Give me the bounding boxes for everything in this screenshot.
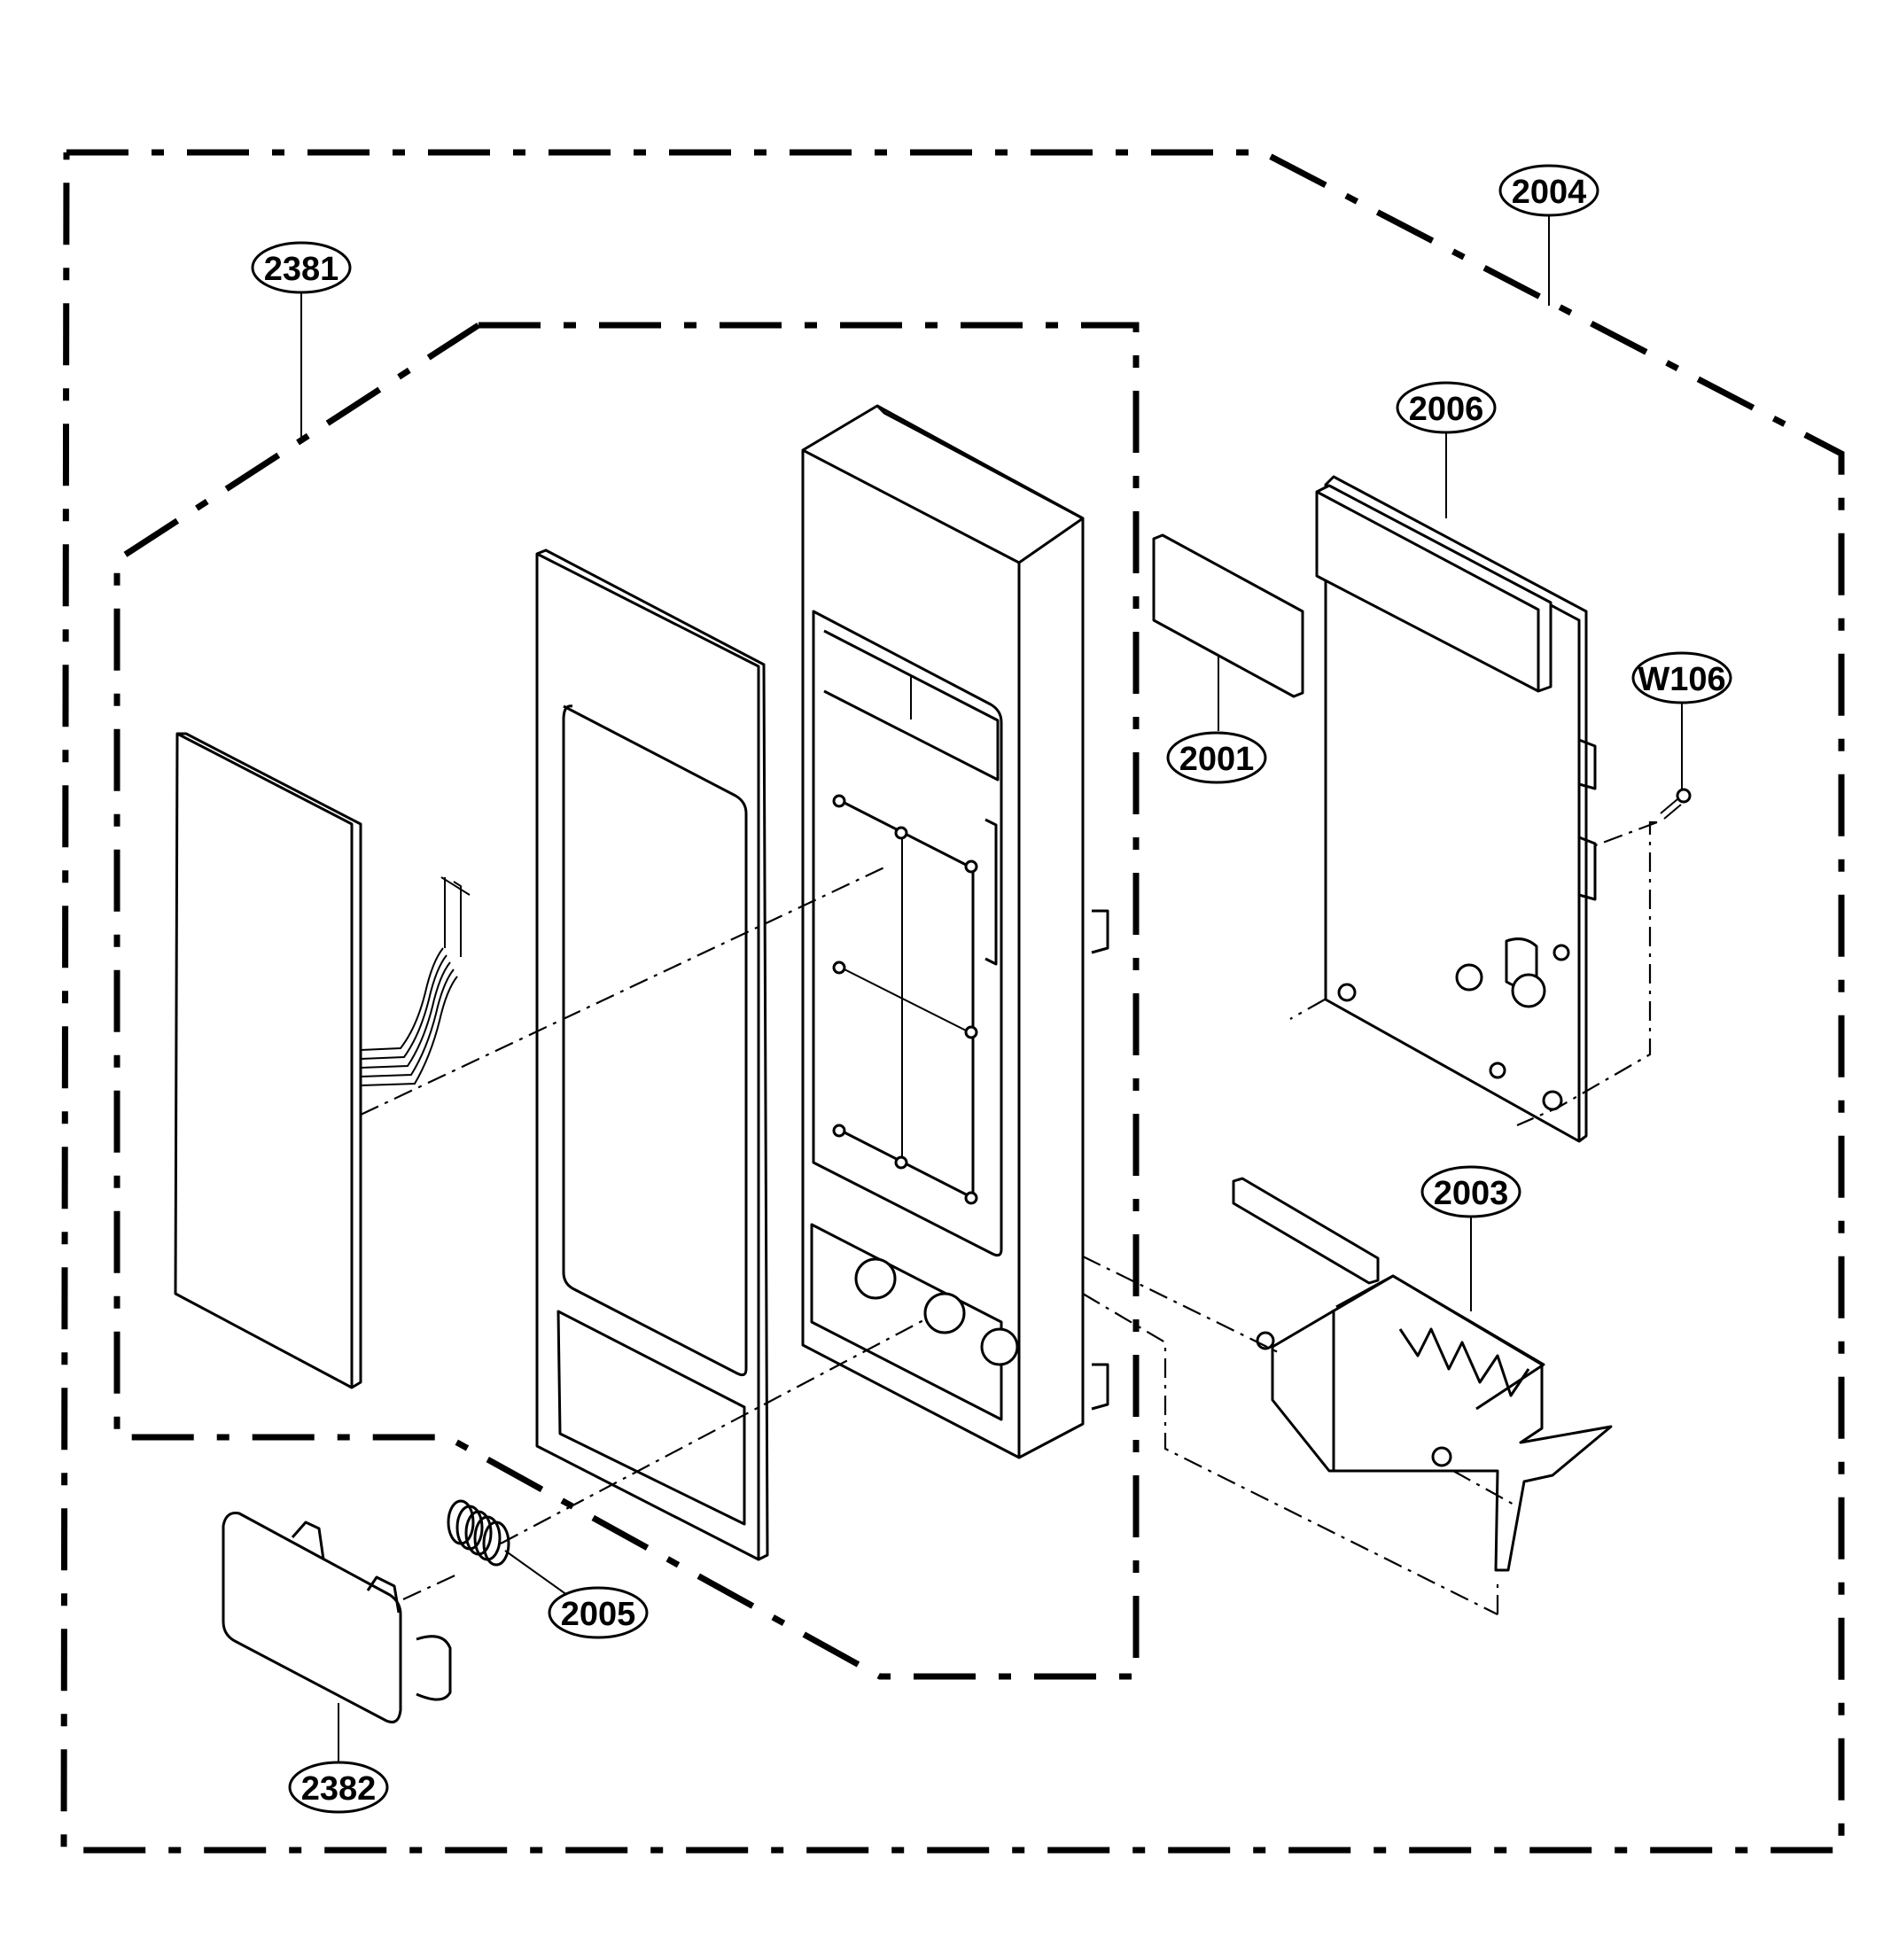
callout-2005: 2005 (548, 1586, 649, 1639)
callout-2003: 2003 (1420, 1165, 1521, 1218)
callout-2006-text: 2006 (1409, 391, 1484, 428)
callout-2006: 2006 (1396, 381, 1497, 434)
callout-2381-text: 2381 (264, 251, 339, 288)
callout-2005-text: 2005 (561, 1596, 636, 1633)
spring (447, 1499, 510, 1567)
callout-2004-text: 2004 (1512, 174, 1587, 211)
callout-2003-text: 2003 (1434, 1175, 1509, 1212)
callout-w106-text: W106 (1638, 661, 1725, 698)
pcb-board (1315, 475, 1597, 1143)
display-window (1152, 533, 1304, 698)
callout-2382-text: 2382 (301, 1770, 377, 1808)
callout-2001-ellipse (1166, 731, 1267, 784)
callout-2004-ellipse (1498, 164, 1599, 217)
latch-bracket (1232, 1177, 1613, 1572)
callout-2005-ellipse (548, 1586, 649, 1639)
callout-2381-ellipse (251, 241, 352, 294)
inner-subassembly-boundary (113, 322, 1140, 1680)
callout-2381: 2381 (251, 241, 352, 294)
screw-w106 (1660, 788, 1692, 820)
membrane-keypad (174, 732, 471, 1389)
outer-assembly-boundary (60, 149, 1845, 1854)
push-button (222, 1512, 452, 1723)
callout-2001: 2001 (1166, 731, 1267, 784)
callout-w106: W106 (1631, 651, 1732, 704)
callout-2003-ellipse (1420, 1165, 1521, 1218)
assembly-guide-lines (360, 821, 1658, 1615)
callout-w106-ellipse (1631, 651, 1732, 704)
control-panel-frame (535, 548, 769, 1561)
callout-2382: 2382 (288, 1761, 389, 1814)
callout-2001-text: 2001 (1179, 741, 1255, 778)
front-housing (801, 404, 1109, 1459)
callout-2004: 2004 (1498, 164, 1599, 217)
callout-2006-ellipse (1396, 381, 1497, 434)
callout-leaders (300, 214, 1683, 1772)
callout-2382-ellipse (288, 1761, 389, 1814)
